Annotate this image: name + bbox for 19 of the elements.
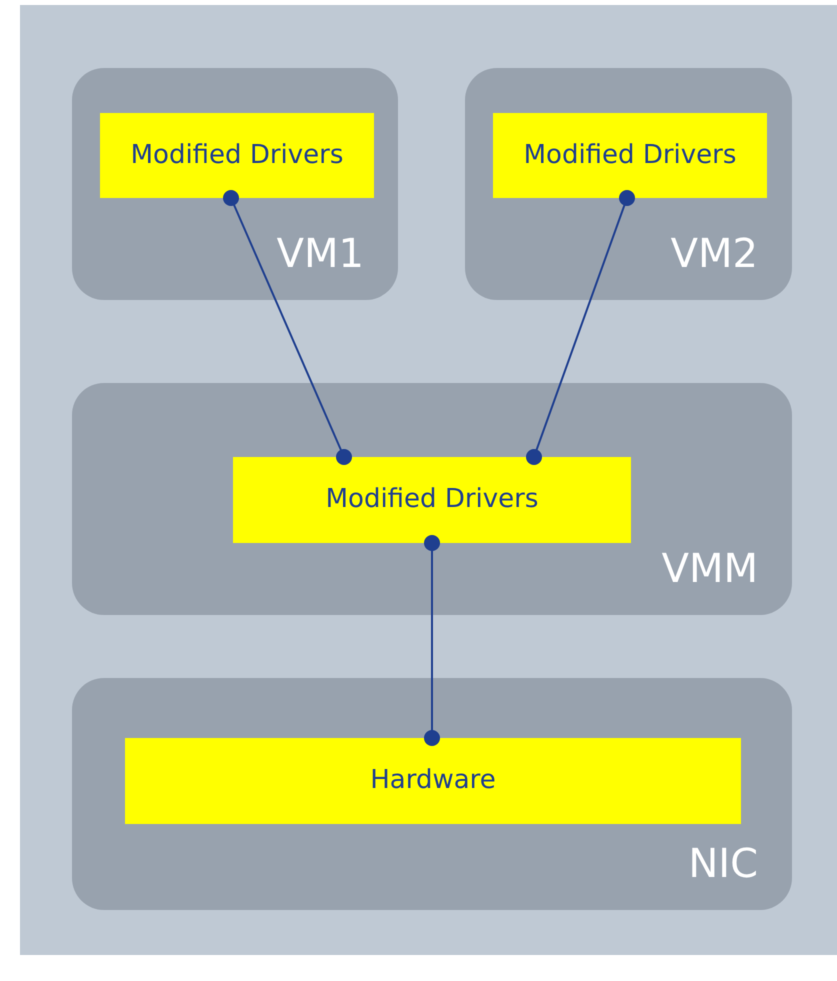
- layer-panel: [72, 68, 398, 300]
- connector-line: [424, 535, 440, 746]
- connector-line: [526, 190, 635, 465]
- layer-panel: [72, 678, 792, 910]
- component-box: [493, 113, 767, 198]
- component-label: Hardware: [370, 765, 496, 797]
- layer-label: VMM: [662, 549, 758, 589]
- component-label: Modified Drivers: [326, 484, 538, 516]
- layer-panel: [72, 383, 792, 615]
- layer-label: VM1: [276, 234, 364, 274]
- component-label: Modified Drivers: [524, 140, 736, 172]
- component-box: [100, 113, 374, 198]
- connector-line: [223, 190, 352, 465]
- layer-label: VM2: [670, 234, 758, 274]
- layer-label: NIC: [688, 844, 758, 884]
- layer-panel: [465, 68, 792, 300]
- component-box: [233, 457, 631, 543]
- component-label: Modified Drivers: [130, 140, 344, 172]
- component-box: [125, 738, 741, 824]
